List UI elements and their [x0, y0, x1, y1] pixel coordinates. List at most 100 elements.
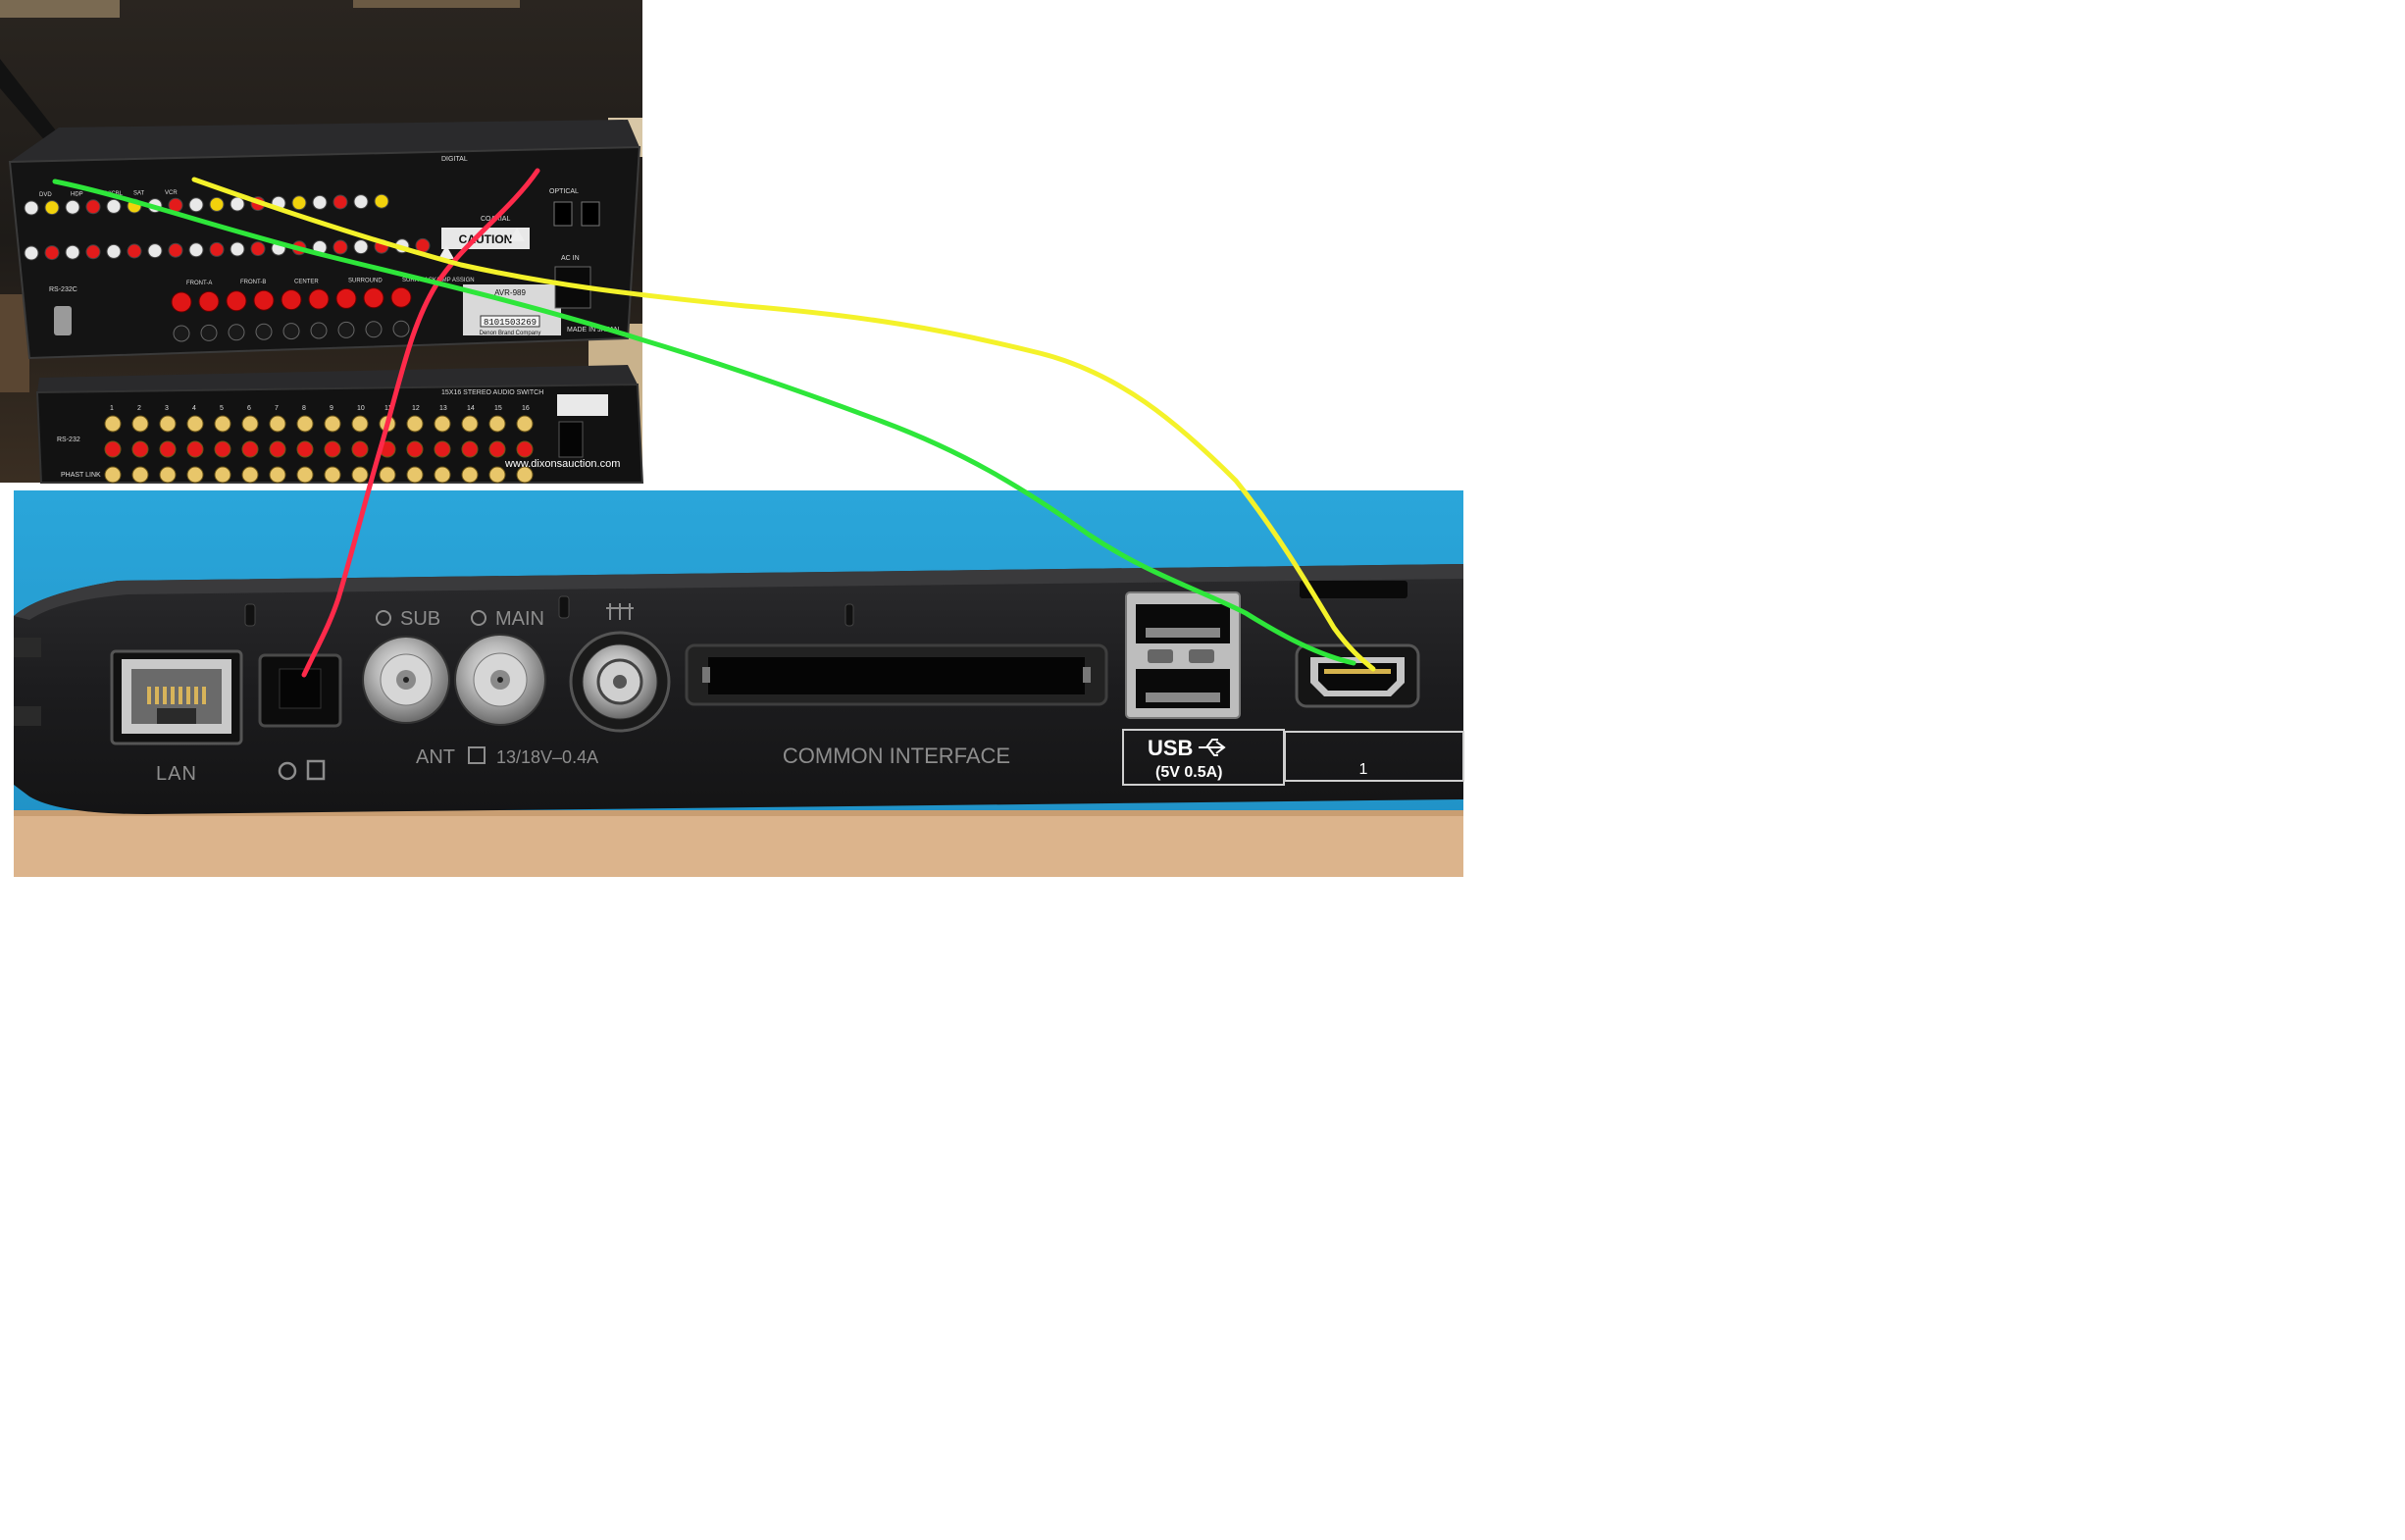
- rca-jack: [209, 241, 225, 257]
- satellite-dish-icon: [376, 610, 486, 626]
- switch-jack: [104, 440, 122, 458]
- antenna-connector: [569, 631, 671, 733]
- antenna-icon: [606, 603, 634, 620]
- switch-jack: [296, 466, 314, 484]
- rca-jack: [106, 243, 122, 259]
- optical-label: OPTICAL: [549, 188, 579, 195]
- lan-pin: [179, 687, 182, 704]
- switch-jack: [159, 415, 177, 433]
- video-input-label: SAT: [133, 191, 145, 197]
- main-satellite-connector: [454, 634, 546, 726]
- rca-jack: [85, 199, 101, 215]
- rca-jack: [65, 244, 80, 260]
- main-label: MAIN: [495, 608, 544, 630]
- switch-jack: [159, 440, 177, 458]
- rca-jack: [106, 198, 122, 214]
- rca-jack: [85, 244, 101, 260]
- switch-jack: [269, 440, 286, 458]
- speaker-terminal-label: SURROUND: [348, 279, 383, 284]
- lan-pin: [147, 687, 151, 704]
- rca-jack: [374, 193, 389, 209]
- rca-jack: [44, 245, 60, 261]
- switch-jack: [159, 466, 177, 484]
- speaker-terminal: [390, 286, 412, 308]
- cable-annotations: [52, 168, 1376, 678]
- rs232-label: RS-232: [57, 436, 80, 443]
- video-input-label: HDP: [71, 192, 83, 198]
- speaker-terminal: [255, 323, 273, 340]
- switch-channel-number: 5: [220, 405, 224, 412]
- switch-jack: [488, 415, 506, 433]
- switch-jack: [461, 415, 479, 433]
- switch-channel-number: 8: [302, 405, 306, 412]
- switch-channel-number: 11: [384, 405, 391, 412]
- ant-power-label: 13/18V–0.4A: [496, 747, 598, 767]
- switch-jack: [324, 440, 341, 458]
- switch-jack: [351, 415, 369, 433]
- rca-jack: [250, 241, 266, 257]
- phast-link-label: PHAST LINK: [61, 472, 101, 479]
- switch-channel-number: 16: [522, 405, 530, 412]
- composite-image: CAUTION AVR-989 8101503269 Denon Brand C…: [0, 0, 1464, 877]
- switch-jack: [516, 415, 534, 433]
- switch-jack: [131, 415, 149, 433]
- switch-channel-number: 13: [439, 405, 447, 412]
- switch-jack: [434, 415, 451, 433]
- audio-switch: 15X16 STEREO AUDIO SWITCH RS-232 PHAST L…: [35, 365, 644, 484]
- origin-label: MADE IN JAPAN: [567, 327, 619, 334]
- speaker-terminal: [226, 290, 247, 312]
- speaker-terminal: [335, 287, 357, 309]
- red-optical-cable: [301, 168, 540, 678]
- video-input-label: VCR: [165, 190, 178, 196]
- switch-jack: [241, 466, 259, 484]
- switch-jack: [186, 466, 204, 484]
- speaker-terminal: [281, 289, 302, 311]
- speaker-terminal-label: CENTER: [294, 279, 319, 284]
- switch-jack: [296, 415, 314, 433]
- speaker-terminal: [173, 325, 190, 342]
- sub-satellite-connector: [362, 636, 450, 724]
- switch-label: 15X16 STEREO AUDIO SWITCH: [441, 389, 543, 396]
- rca-jack: [24, 245, 39, 261]
- switch-jack: [406, 466, 424, 484]
- lan-pin: [194, 687, 198, 704]
- lan-pin: [155, 687, 159, 704]
- rca-jack: [353, 239, 369, 255]
- rca-jack: [353, 194, 369, 210]
- switch-jack: [488, 466, 506, 484]
- rca-jack: [127, 243, 142, 259]
- lan-pin: [163, 687, 167, 704]
- switch-jack: [241, 415, 259, 433]
- switch-jack: [296, 440, 314, 458]
- rca-jack: [230, 196, 245, 212]
- switch-jack: [131, 466, 149, 484]
- rca-jack: [230, 241, 245, 257]
- switch-jack: [516, 440, 534, 458]
- speaker-terminal: [253, 289, 275, 311]
- tv-panel-photo: LAN SUB MAIN: [14, 490, 1464, 877]
- switch-channel-number: 9: [330, 405, 333, 412]
- usb-icon: [1199, 739, 1226, 756]
- switch-jack: [186, 440, 204, 458]
- switch-jack: [269, 466, 286, 484]
- lan-pin: [186, 687, 190, 704]
- speaker-terminal: [337, 321, 355, 338]
- lan-port: [110, 649, 243, 745]
- av-receiver: CAUTION AVR-989 8101503269 Denon Brand C…: [8, 120, 641, 360]
- switch-channel-number: 7: [275, 405, 279, 412]
- switch-jack: [186, 415, 204, 433]
- switch-jack: [406, 440, 424, 458]
- switch-channel-number: 12: [412, 405, 420, 412]
- rca-jack: [291, 195, 307, 211]
- speaker-terminal: [365, 321, 383, 338]
- switch-jack: [351, 440, 369, 458]
- rca-jack: [188, 197, 204, 213]
- green-hdmi-cable: [52, 179, 1356, 666]
- rca-jack: [333, 194, 348, 210]
- switch-jack: [269, 415, 286, 433]
- speaker-terminal: [363, 287, 384, 309]
- switch-jack: [214, 440, 231, 458]
- switch-jack: [379, 466, 396, 484]
- speaker-terminal: [198, 290, 220, 312]
- switch-channel-number: 2: [137, 405, 141, 412]
